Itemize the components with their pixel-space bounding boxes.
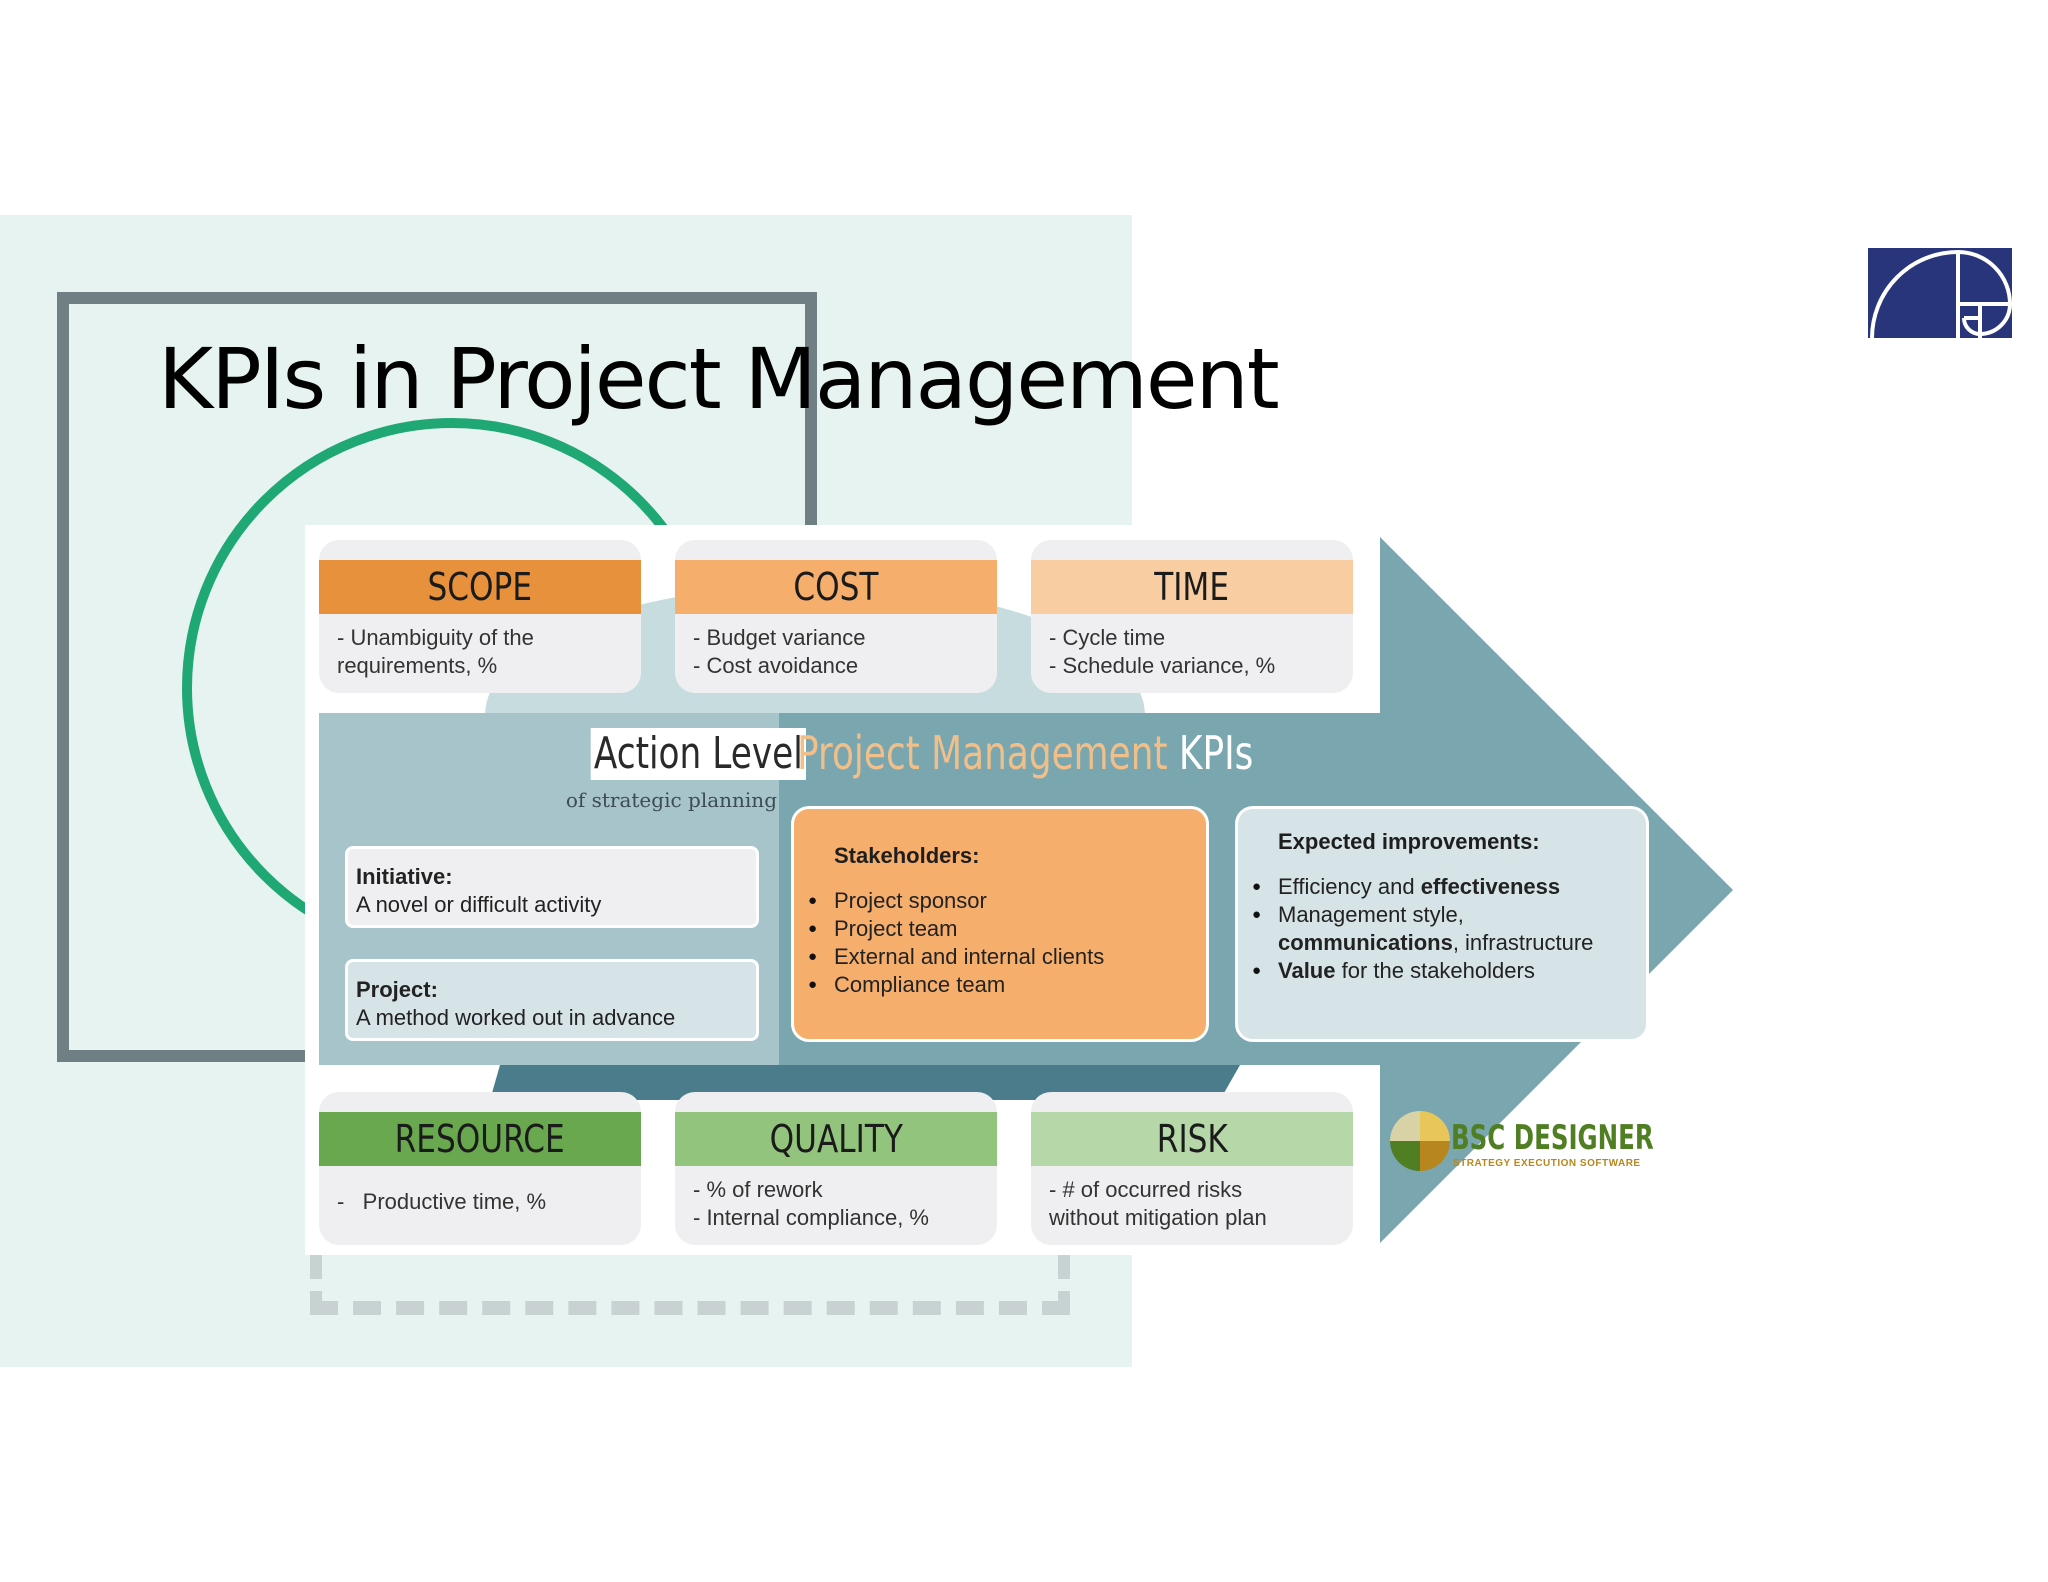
improvements-box: Expected improvements: Efficiency and ef…: [1235, 806, 1649, 1042]
risk-line: - # of occurred risks: [1049, 1177, 1243, 1202]
cost-body: - Budget variance - Cost avoidance: [675, 614, 997, 680]
bsc-logo-name: BSC DESIGNER: [1451, 1118, 1654, 1158]
improvement-emphasis: communications: [1278, 930, 1453, 955]
improvements-list: Efficiency and effectiveness Management …: [1238, 873, 1646, 985]
action-level-subtitle: of strategic planning: [565, 788, 777, 812]
resource-line: - Productive time, %: [337, 1189, 547, 1214]
scope-header: SCOPE: [319, 560, 641, 614]
scope-line: - Unambiguity of the: [337, 625, 534, 650]
time-line: - Cycle time: [1049, 625, 1166, 650]
stakeholders-list: Project sponsor Project team External an…: [794, 887, 1206, 999]
golden-spiral-logo-icon: [1868, 248, 2012, 338]
resource-header: RESOURCE: [319, 1112, 641, 1166]
risk-header: RISK: [1031, 1112, 1353, 1166]
risk-body: - # of occurred risks without mitigation…: [1031, 1166, 1353, 1232]
quality-header: QUALITY: [675, 1112, 997, 1166]
project-text: A method worked out in advance: [356, 1005, 676, 1030]
scope-body: - Unambiguity of the requirements, %: [319, 614, 641, 680]
time-header: TIME: [1031, 560, 1353, 614]
initiative-label: Initiative:: [356, 864, 453, 889]
initiative-text: A novel or difficult activity: [356, 892, 602, 917]
quality-card: QUALITY - % of rework - Internal complia…: [675, 1092, 997, 1245]
bsc-designer-logo: BSC DESIGNER STRATEGY EXECUTION SOFTWARE: [1389, 1110, 1689, 1180]
quality-line: - Internal compliance, %: [693, 1205, 929, 1230]
project-label: Project:: [356, 977, 438, 1002]
list-item: External and internal clients: [808, 943, 1206, 971]
improvements-title: Expected improvements:: [1278, 829, 1540, 854]
cost-line: - Budget variance: [693, 625, 866, 650]
stakeholders-title: Stakeholders:: [834, 843, 980, 868]
improvement-text: , infrastructure: [1452, 930, 1594, 955]
kpi-infographic: SCOPE - Unambiguity of the requirements,…: [305, 525, 1735, 1255]
initiative-definition: Initiative: A novel or difficult activit…: [345, 846, 759, 928]
list-item: Efficiency and effectiveness: [1252, 873, 1646, 901]
resource-card: RESOURCE - Productive time, %: [319, 1092, 641, 1245]
improvement-emphasis: effectiveness: [1420, 874, 1561, 899]
improvement-text: Management style,: [1278, 902, 1464, 927]
action-level-title: Action Level: [590, 728, 806, 780]
improvement-text: for the stakeholders: [1335, 958, 1535, 983]
pm-title-part1: Project Management: [797, 726, 1179, 780]
bsc-designer-logo-icon: [1390, 1111, 1450, 1171]
cost-header: COST: [675, 560, 997, 614]
scope-line: requirements, %: [337, 653, 498, 678]
background-dashed-line: [310, 1255, 1070, 1315]
risk-line: without mitigation plan: [1049, 1205, 1267, 1230]
list-item: Value for the stakeholders: [1252, 957, 1646, 985]
cost-card: COST - Budget variance - Cost avoidance: [675, 540, 997, 693]
list-item: Project sponsor: [808, 887, 1206, 915]
list-item: Management style, communications, infrast…: [1252, 901, 1646, 957]
time-body: - Cycle time - Schedule variance, %: [1031, 614, 1353, 680]
quality-body: - % of rework - Internal compliance, %: [675, 1166, 997, 1232]
resource-body: - Productive time, %: [319, 1166, 641, 1216]
time-line: - Schedule variance, %: [1049, 653, 1276, 678]
scope-card: SCOPE - Unambiguity of the requirements,…: [319, 540, 641, 693]
list-item: Project team: [808, 915, 1206, 943]
project-definition: Project: A method worked out in advance: [345, 959, 759, 1041]
stakeholders-box: Stakeholders: Project sponsor Project te…: [791, 806, 1209, 1042]
cost-line: - Cost avoidance: [693, 653, 859, 678]
pm-kpis-title: Project Management KPIs: [797, 723, 1253, 783]
time-card: TIME - Cycle time - Schedule variance, %: [1031, 540, 1353, 693]
slide-title: KPIs in Project Management: [158, 330, 1280, 428]
improvement-text: Efficiency and: [1278, 874, 1421, 899]
pm-title-part2: KPIs: [1178, 726, 1254, 780]
bsc-logo-tagline: STRATEGY EXECUTION SOFTWARE: [1453, 1158, 1641, 1169]
improvement-emphasis: Value: [1278, 958, 1336, 983]
quality-line: - % of rework: [693, 1177, 823, 1202]
list-item: Compliance team: [808, 971, 1206, 999]
risk-card: RISK - # of occurred risks without mitig…: [1031, 1092, 1353, 1245]
